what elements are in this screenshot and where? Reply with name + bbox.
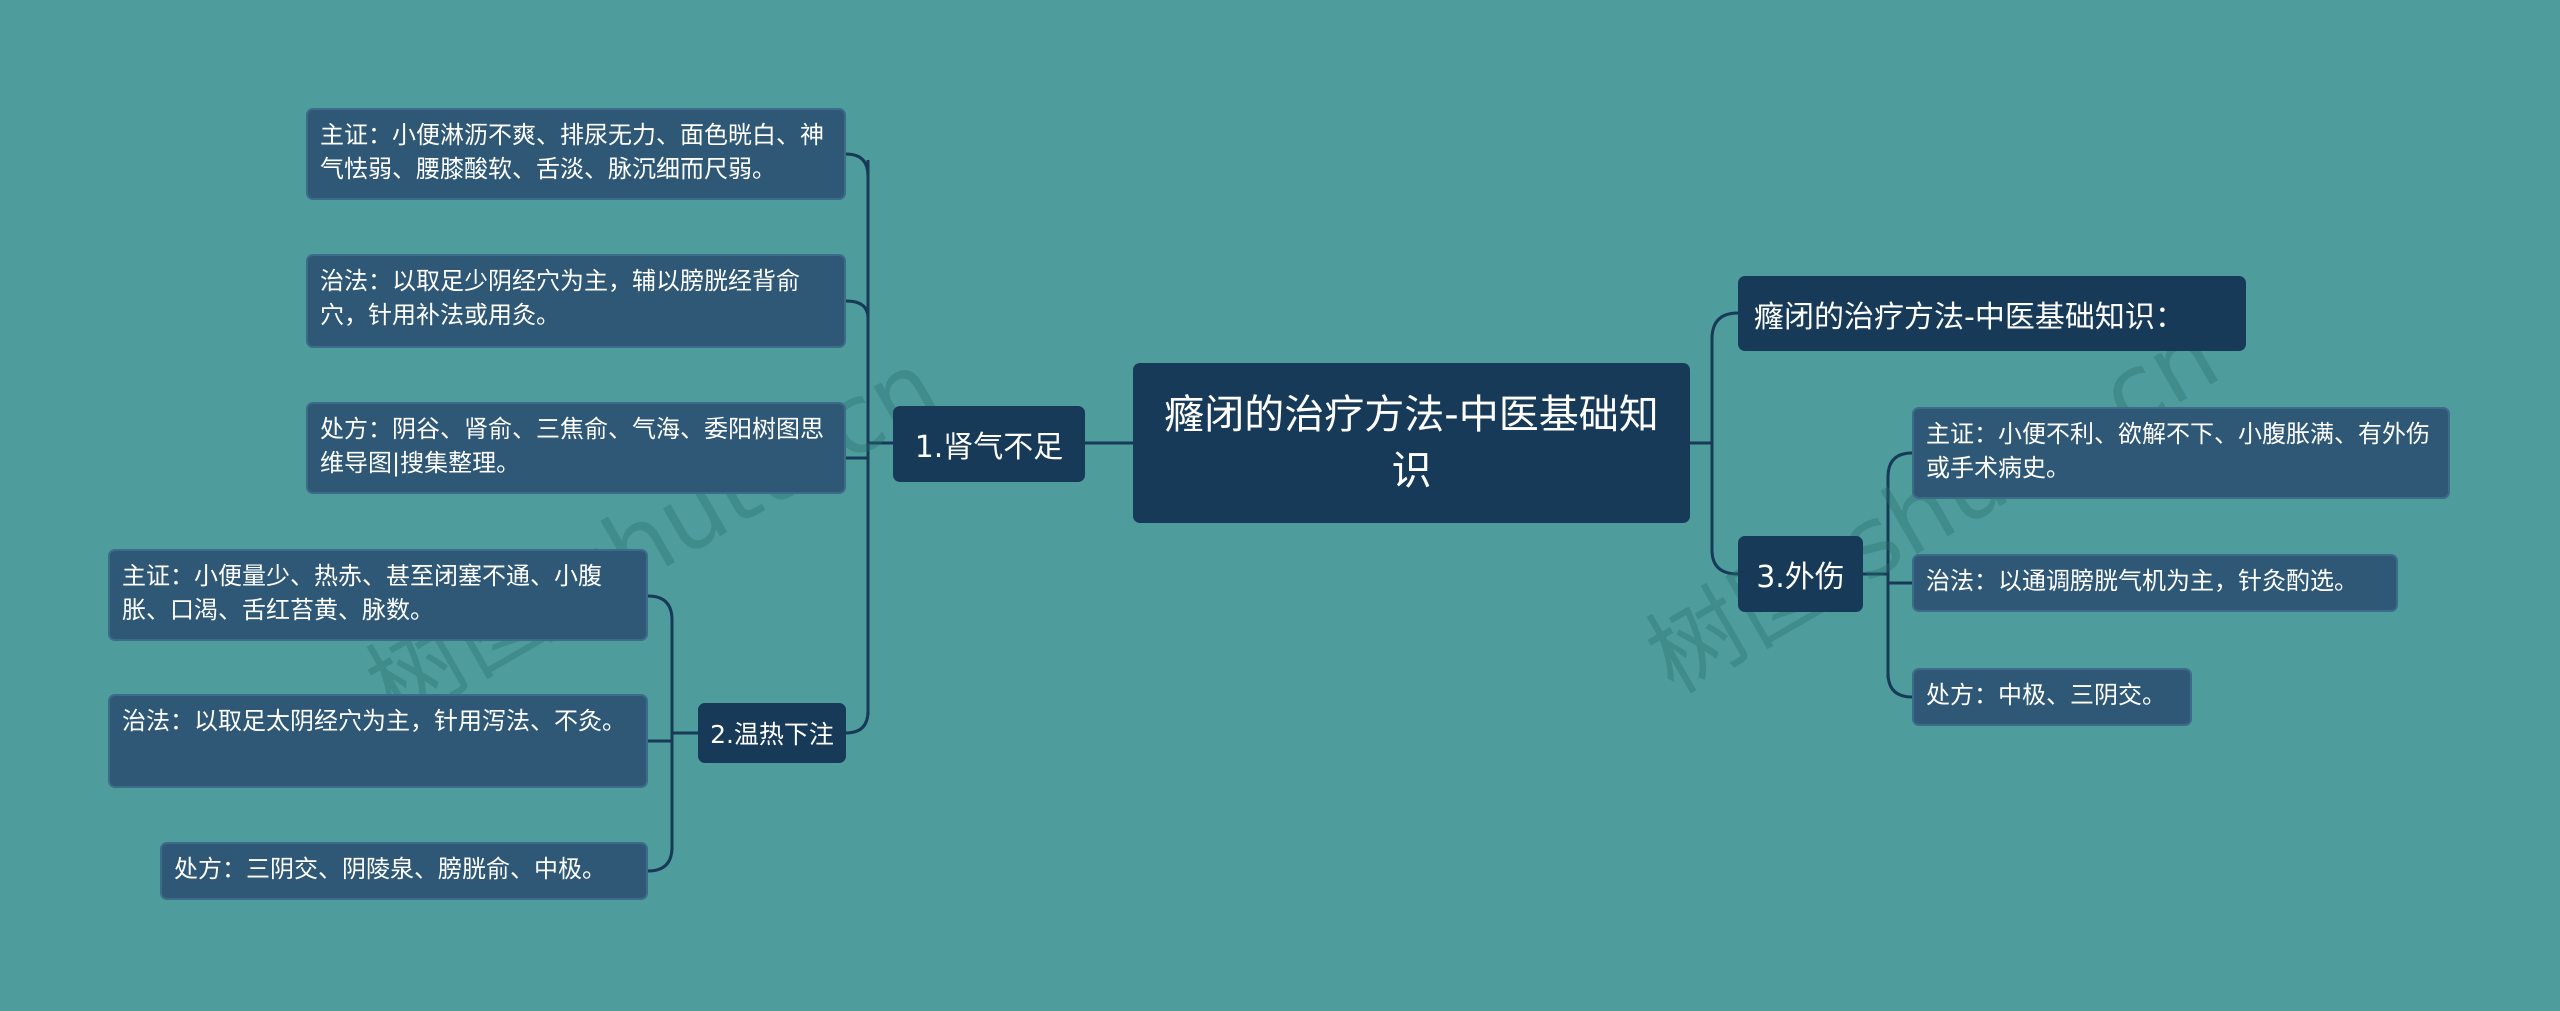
leaf-branch3-symptoms[interactable]: 主证：小便不利、欲解不下、小腹胀满、有外伤或手术病史。 — [1912, 407, 2450, 499]
leaf-branch2-treatment[interactable]: 治法：以取足太阴经穴为主，针用泻法、不灸。 — [108, 694, 648, 788]
branch-node-2[interactable]: 2.温热下注 — [698, 703, 846, 763]
branch-1-label: 1.肾气不足 — [914, 430, 1064, 465]
connector-branch3-item1 — [1886, 451, 1913, 478]
leaf-text: 主证：小便不利、欲解不下、小腹胀满、有外伤或手术病史。 — [1926, 420, 2430, 482]
connector-right-heading — [1710, 311, 1739, 340]
leaf-branch3-prescription[interactable]: 处方：中极、三阴交。 — [1912, 668, 2192, 726]
leaf-text: 处方：中极、三阴交。 — [1926, 681, 2166, 709]
branch-3-label: 3.外伤 — [1756, 560, 1845, 595]
connector-right-branch3 — [1710, 549, 1739, 576]
leaf-text: 主证：小便量少、热赤、甚至闭塞不通、小腹胀、口渴、舌红苔黄、脉数。 — [122, 562, 602, 624]
branch-node-3[interactable]: 3.外伤 — [1738, 536, 1863, 612]
leaf-branch3-treatment[interactable]: 治法：以通调膀胱气机为主，针灸酌选。 — [1912, 554, 2398, 612]
connector-branch3-trunk — [1863, 475, 1890, 678]
right-heading-label: 癃闭的治疗方法-中医基础知识： — [1754, 299, 2185, 335]
connector-branch2-trunk — [670, 617, 698, 850]
leaf-text: 治法：以取足少阴经穴为主，辅以膀胱经背俞穴，针用补法或用灸。 — [320, 267, 800, 329]
leaf-branch1-prescription[interactable]: 处方：阴谷、肾俞、三焦俞、气海、委阳树图思维导图|搜集整理。 — [306, 402, 846, 494]
branch-2-label: 2.温热下注 — [710, 720, 834, 749]
connector-branch3-item3 — [1886, 672, 1913, 699]
leaf-text: 处方：阴谷、肾俞、三焦俞、气海、委阳树图思维导图|搜集整理。 — [320, 415, 824, 477]
leaf-text: 处方：三阴交、阴陵泉、膀胱俞、中极。 — [174, 855, 606, 883]
connector-branch1-branch2 — [845, 710, 870, 735]
leaf-branch2-symptoms[interactable]: 主证：小便量少、热赤、甚至闭塞不通、小腹胀、口渴、舌红苔黄、脉数。 — [108, 549, 648, 641]
right-heading-node[interactable]: 癃闭的治疗方法-中医基础知识： — [1738, 276, 2246, 351]
leaf-branch2-prescription[interactable]: 处方：三阴交、阴陵泉、膀胱俞、中极。 — [160, 842, 648, 900]
connector-branch1-trunk — [866, 160, 893, 715]
connector-branch1-item1 — [845, 152, 870, 177]
leaf-branch1-symptoms[interactable]: 主证：小便淋沥不爽、排尿无力、面色晄白、神气怯弱、腰膝酸软、舌淡、脉沉细而尺弱。 — [306, 108, 846, 200]
connector-root-right — [1690, 335, 1714, 553]
leaf-text: 治法：以取足太阴经穴为主，针用泻法、不灸。 — [122, 707, 626, 735]
connector-branch2-item3 — [647, 846, 674, 873]
connector-branch1-item2 — [845, 299, 870, 319]
branch-node-1[interactable]: 1.肾气不足 — [893, 406, 1085, 482]
leaf-text: 治法：以通调膀胱气机为主，针灸酌选。 — [1926, 567, 2358, 595]
connector-branch2-item1 — [647, 594, 674, 621]
root-title: 癃闭的治疗方法-中医基础知识 — [1164, 392, 1659, 494]
root-node[interactable]: 癃闭的治疗方法-中医基础知识 — [1133, 363, 1690, 523]
leaf-text: 主证：小便淋沥不爽、排尿无力、面色晄白、神气怯弱、腰膝酸软、舌淡、脉沉细而尺弱。 — [320, 121, 824, 183]
leaf-branch1-treatment[interactable]: 治法：以取足少阴经穴为主，辅以膀胱经背俞穴，针用补法或用灸。 — [306, 254, 846, 348]
